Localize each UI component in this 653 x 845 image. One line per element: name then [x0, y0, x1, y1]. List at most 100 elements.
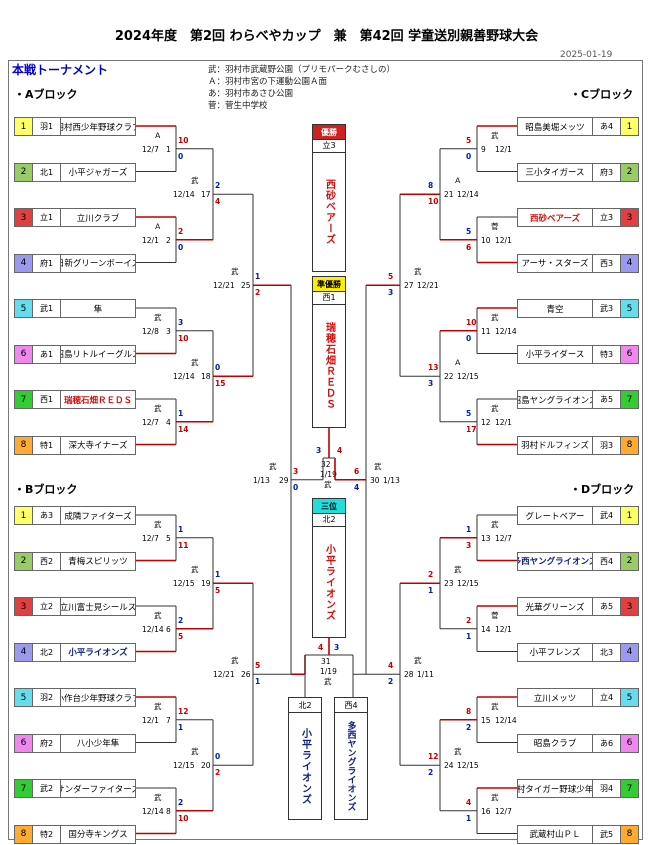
- match-number: 26: [241, 670, 251, 680]
- team-name: 昭島クラブ: [533, 739, 577, 749]
- team-seed: 4: [15, 643, 33, 661]
- team-name: 瑞穂石畑ＲＥＤＳ: [63, 395, 132, 406]
- match-venue: 武: [154, 701, 162, 711]
- match-score-top: 6: [354, 466, 360, 476]
- team-seed: 3: [15, 209, 33, 226]
- team-seed: 2: [620, 552, 638, 570]
- match-score-top: 10: [178, 135, 189, 145]
- match-score-top: 3: [293, 466, 299, 476]
- match-number: 10: [481, 235, 491, 245]
- team-seed: 1: [620, 507, 638, 524]
- team-name: 青梅スピリッツ: [68, 557, 128, 567]
- team-seed: 5: [620, 689, 638, 706]
- match-score-top: 5: [255, 661, 261, 671]
- team-name: 昭島ヤングライオンズ: [518, 395, 592, 406]
- match-venue: Ａ: [154, 130, 162, 140]
- match-score-top: 1: [466, 524, 472, 534]
- team-division: 特1: [33, 436, 61, 454]
- match-score-bottom: 0: [466, 333, 472, 343]
- team-row: 7武2サンダーファイターズ: [14, 779, 136, 798]
- match-score-bottom: 2: [255, 288, 261, 298]
- team-division: 西3: [592, 254, 620, 272]
- team-seed: 7: [620, 780, 638, 797]
- runner-up-name: 瑞穂石畑ＲＥＤＳ: [323, 322, 335, 410]
- match-number: 3: [166, 326, 171, 336]
- match-number: 19: [201, 579, 211, 589]
- team-division: 北2: [33, 643, 61, 661]
- match-score-bottom: 3: [388, 288, 394, 298]
- match-venue: 武: [154, 312, 162, 322]
- match-score-top: 0: [215, 752, 221, 762]
- team-division: 羽2: [33, 689, 61, 706]
- match-date: 12/21: [213, 670, 235, 680]
- match-score-top: 2: [178, 226, 184, 236]
- team-division: 立4: [592, 689, 620, 706]
- match-venue: 武: [491, 701, 499, 711]
- fourth-left-name: 小平ライオンズ: [299, 727, 311, 805]
- match-date: 12/1: [495, 624, 512, 634]
- match-score-bottom: 10: [428, 197, 439, 207]
- team-division: 立2: [33, 598, 61, 615]
- team-seed: 4: [15, 254, 33, 272]
- team-row: 1羽1羽村西少年野球クラブ: [14, 117, 136, 136]
- match-number: 6: [166, 624, 171, 634]
- match-date: 12/7: [495, 533, 512, 543]
- team-row: 昭島ヤングライオンズあ57: [517, 390, 639, 409]
- team-seed: 7: [15, 391, 33, 408]
- team-seed: 8: [620, 436, 638, 454]
- match-score-top: 4: [466, 797, 472, 807]
- match-venue: 武: [491, 403, 499, 413]
- match-number: 12: [481, 417, 491, 427]
- team-seed: 4: [620, 643, 638, 661]
- team-division: 羽1: [33, 118, 61, 135]
- team-seed: 3: [15, 598, 33, 615]
- fourth-left-div: 北2: [289, 698, 321, 713]
- runner-up-box: 準優勝 西1 瑞穂石畑ＲＥＤＳ: [312, 276, 346, 428]
- team-division: 立3: [592, 209, 620, 226]
- third-score-left: 4: [318, 643, 324, 652]
- match-date: 12/14: [142, 624, 164, 634]
- match-number: 18: [201, 372, 211, 382]
- match-number: 14: [481, 624, 491, 634]
- third-number: 31: [321, 657, 331, 666]
- third-venue: 武: [324, 677, 332, 686]
- team-division: あ4: [592, 118, 620, 135]
- team-name: 青空: [546, 304, 564, 315]
- team-seed: 2: [15, 163, 33, 181]
- match-venue: 武: [191, 176, 199, 186]
- champion-div: 立3: [313, 139, 345, 153]
- team-row: 4府1日新グリーンボーイズ: [14, 253, 136, 273]
- team-name: サンダーファイターズ: [61, 784, 135, 795]
- team-row: 羽村タイガー野球少年団羽47: [517, 779, 639, 798]
- legend-line: 菅：菅生中学校: [208, 101, 268, 111]
- match-score-top: 3: [178, 317, 184, 327]
- match-venue: Ａ: [454, 176, 462, 186]
- match-venue: 武: [414, 656, 422, 666]
- match-date: 1/11: [417, 670, 434, 680]
- match-score-bottom: 0: [178, 242, 184, 252]
- match-score-bottom: 1: [178, 722, 184, 732]
- match-number: 17: [201, 190, 211, 200]
- match-score-top: 5: [466, 408, 472, 418]
- team-name: 八小少年隼: [76, 739, 120, 749]
- match-venue: 武: [491, 792, 499, 802]
- match-number: 1: [166, 144, 171, 154]
- match-score-bottom: 14: [178, 424, 189, 434]
- match-score-bottom: 1: [466, 631, 472, 641]
- print-date: 2025-01-19: [560, 50, 613, 60]
- team-name: グレートベアー: [525, 511, 585, 522]
- third-label: 三位: [313, 499, 345, 514]
- third-box: 三位 北2 小平ライオンズ: [312, 498, 346, 638]
- match-score-bottom: 3: [466, 540, 472, 550]
- match-date: 12/15: [173, 579, 195, 589]
- team-name: 小平フレンズ: [529, 648, 581, 658]
- legend-line: Ａ：羽村市宮の下運動公園Ａ面: [208, 77, 328, 87]
